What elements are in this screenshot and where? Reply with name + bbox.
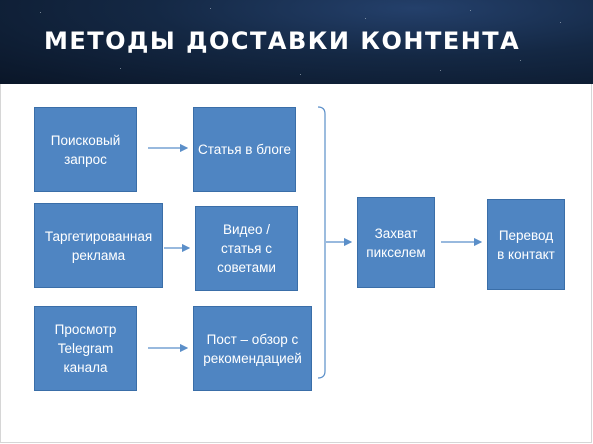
source-box-search: Поисковый запрос xyxy=(34,107,137,192)
source-box-telegram: Просмотр Telegram канала xyxy=(34,306,137,391)
content-box-video-article: Видео / статья с советами xyxy=(195,206,298,291)
merge-bracket xyxy=(317,106,326,379)
content-box-review-post: Пост – обзор с рекомендацией xyxy=(193,306,312,391)
source-box-targeted-ads: Таргетированная реклама xyxy=(34,203,163,288)
capture-pixel-box: Захват пикселем xyxy=(357,197,435,288)
slide-body xyxy=(0,84,592,443)
slide-header: Методы доставки контента xyxy=(0,0,593,84)
convert-contact-box: Перевод в контакт xyxy=(487,199,565,290)
slide-title: Методы доставки контента xyxy=(44,27,521,55)
content-box-blog-article: Статья в блоге xyxy=(193,107,296,192)
